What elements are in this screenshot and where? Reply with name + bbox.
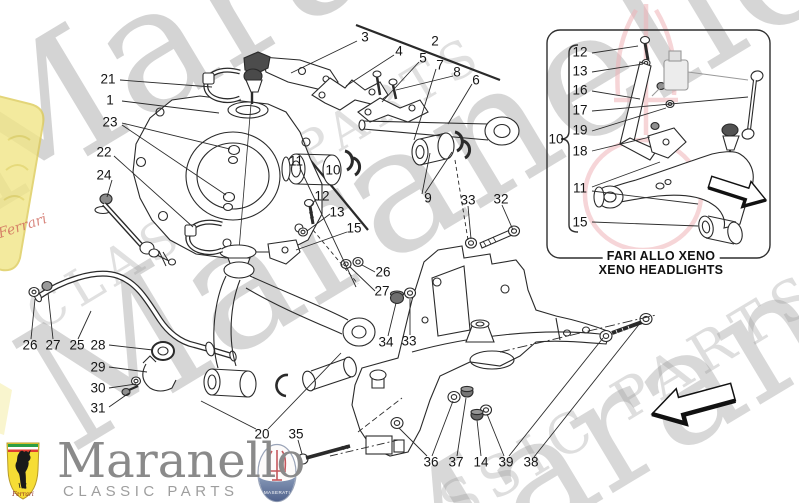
callout-13: 13 (329, 204, 345, 220)
inset-callout-18: 18 (572, 143, 588, 159)
leader-lines (30, 40, 642, 458)
callout-27L: 27 (45, 337, 61, 353)
callout-39: 39 (498, 454, 514, 470)
callout-21: 21 (100, 71, 116, 87)
inset-callout-15: 15 (572, 214, 588, 230)
callout-1: 1 (106, 92, 114, 108)
main-drawing (28, 23, 657, 465)
inset-callout-13: 13 (572, 63, 588, 79)
callout-2: 2 (431, 33, 439, 49)
inset-caption-english: XENO HEADLIGHTS (594, 263, 728, 277)
maranello-logotype: Maranello (57, 433, 306, 489)
inset-leader-lines (591, 45, 749, 227)
callout-9: 9 (424, 190, 432, 206)
callout-11: 11 (288, 153, 304, 169)
maserati-label: MASERATI (264, 490, 290, 495)
callout-15: 15 (346, 220, 362, 236)
callout-25: 25 (69, 337, 85, 353)
callout-34: 34 (378, 334, 394, 350)
inset-direction-arrow-icon (707, 175, 768, 209)
inset-callout-16: 16 (572, 82, 588, 98)
ferrari-label: Ferrari (11, 491, 34, 498)
callout-24: 24 (96, 167, 112, 183)
callout-4: 4 (395, 43, 403, 59)
subframe-drawing (351, 245, 611, 457)
callout-20: 20 (254, 426, 270, 442)
callout-22: 22 (96, 144, 112, 160)
callout-33a: 33 (460, 192, 476, 208)
callout-32: 32 (493, 191, 509, 207)
callout-33b: 33 (401, 333, 417, 349)
callout-26c: 26 (375, 264, 391, 280)
callout-26L: 26 (22, 337, 38, 353)
direction-arrow-icon (650, 382, 737, 427)
watermark-yellow-fragment (0, 382, 12, 435)
prancing-horse-icon (15, 449, 31, 490)
callout-38: 38 (523, 454, 539, 470)
callout-14: 14 (473, 454, 489, 470)
callout-23: 23 (102, 114, 118, 130)
inset-callout-12: 12 (572, 44, 588, 60)
anti-roll-bar-drawing (28, 270, 237, 397)
callout-29: 29 (90, 359, 106, 375)
callout-28: 28 (90, 337, 106, 353)
callout-30: 30 (90, 380, 106, 396)
callout-6: 6 (472, 72, 480, 88)
callout-10: 10 (325, 162, 341, 178)
inset-callout-10: 10 (548, 131, 564, 147)
trident-icon (267, 450, 287, 481)
maserati-logo: MASERATI (257, 443, 297, 503)
callout-3: 3 (361, 29, 369, 45)
lower-control-arm-drawing (203, 261, 376, 398)
ferrari-shield-logo: Ferrari (6, 442, 40, 500)
inset-box (546, 29, 771, 259)
inset-drawing (593, 35, 764, 245)
callout-35: 35 (288, 426, 304, 442)
hardware-drawing (267, 198, 653, 465)
classic-parts-label: CLASSIC PARTS (63, 483, 239, 500)
inset-caption-italian: FARI ALLO XENO (602, 249, 720, 263)
group-line-2 (355, 23, 501, 82)
callout-5: 5 (419, 50, 427, 66)
callout-12: 12 (314, 188, 330, 204)
upper-ball-joint-drawing (202, 51, 339, 104)
callout-8: 8 (453, 64, 461, 80)
callout-31: 31 (90, 400, 106, 416)
inset-callout-17: 17 (572, 102, 588, 118)
inset-callout-19: 19 (572, 122, 588, 138)
callout-37: 37 (448, 454, 464, 470)
upper-link-drawing (281, 116, 520, 186)
inset-callout-11: 11 (572, 180, 588, 196)
inset-group-bracket (560, 44, 579, 233)
callout-27c: 27 (374, 283, 390, 299)
callout-36: 36 (423, 454, 439, 470)
top-bracket-drawing (311, 70, 429, 123)
callout-7: 7 (436, 57, 444, 73)
